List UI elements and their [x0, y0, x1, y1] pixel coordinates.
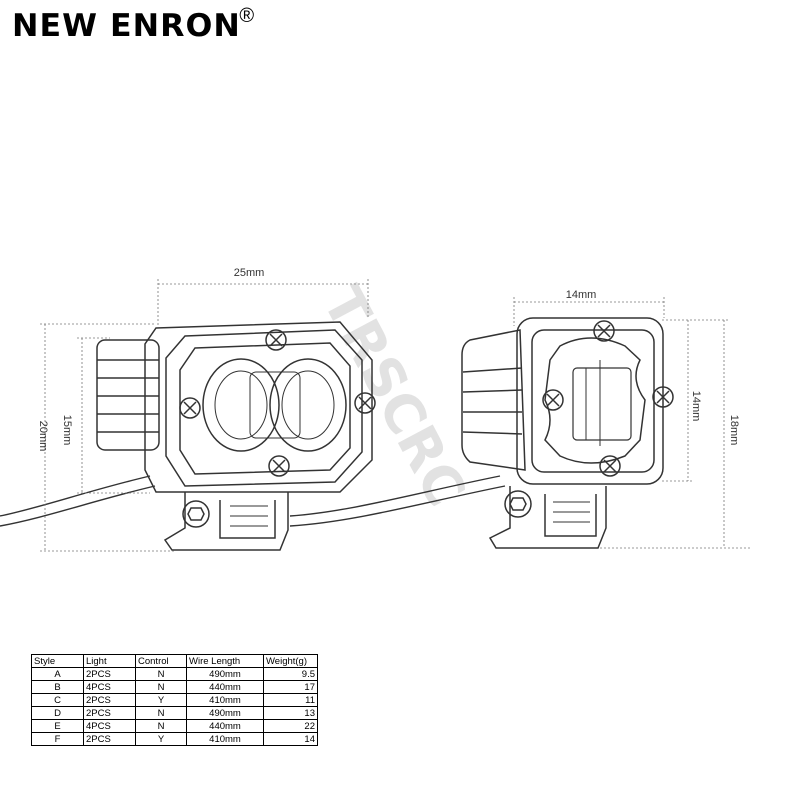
header-light: Light	[83, 654, 136, 668]
spec-table-header-row: Style Light Control Wire Length Weight(g…	[31, 654, 318, 668]
table-row: A 2PCS N 490mm 9.5	[31, 667, 318, 681]
cell-weight: 17	[263, 680, 318, 694]
cell-light: 4PCS	[83, 680, 136, 694]
brand-name: NEW ENRON	[12, 8, 241, 44]
cell-control: Y	[135, 693, 187, 707]
cell-control: N	[135, 706, 187, 720]
cell-wire-length: 410mm	[186, 732, 264, 746]
cell-wire-length: 410mm	[186, 693, 264, 707]
right-dimensions	[513, 297, 750, 549]
right-body-height-label: 14mm	[690, 391, 702, 422]
cell-style: B	[31, 680, 84, 694]
header-style: Style	[31, 654, 84, 668]
spec-table: Style Light Control Wire Length Weight(g…	[31, 654, 318, 746]
right-width-label: 14mm	[566, 289, 597, 301]
header-weight: Weight(g)	[263, 654, 318, 668]
cell-wire-length: 440mm	[186, 680, 264, 694]
cell-light: 2PCS	[83, 706, 136, 720]
cell-light: 2PCS	[83, 667, 136, 681]
left-width-label: 25mm	[234, 267, 265, 279]
cell-style: A	[31, 667, 84, 681]
brand-logo: NEW ENRON ®	[12, 5, 255, 46]
table-row: F 2PCS Y 410mm 14	[31, 732, 318, 746]
cell-weight: 13	[263, 706, 318, 720]
right-light	[461, 317, 674, 549]
cell-light: 4PCS	[83, 719, 136, 733]
cell-style: F	[31, 732, 84, 746]
cell-weight: 9.5	[263, 667, 318, 681]
cell-wire-length: 440mm	[186, 719, 264, 733]
table-row: E 4PCS N 440mm 22	[31, 719, 318, 733]
cell-control: Y	[135, 732, 187, 746]
left-body-height-label: 15mm	[61, 415, 73, 446]
cell-style: E	[31, 719, 84, 733]
cell-control: N	[135, 667, 187, 681]
cell-control: N	[135, 680, 187, 694]
cell-light: 2PCS	[83, 693, 136, 707]
table-row: C 2PCS Y 410mm 11	[31, 693, 318, 707]
cell-control: N	[135, 719, 187, 733]
registered-mark: ®	[239, 5, 255, 27]
cell-weight: 22	[263, 719, 318, 733]
cell-style: C	[31, 693, 84, 707]
header-wire-length: Wire Length	[186, 654, 264, 668]
table-row: D 2PCS N 490mm 13	[31, 706, 318, 720]
right-overall-height-label: 18mm	[728, 415, 740, 446]
cell-wire-length: 490mm	[186, 667, 264, 681]
header-control: Control	[135, 654, 187, 668]
table-row: B 4PCS N 440mm 17	[31, 680, 318, 694]
cell-weight: 11	[263, 693, 318, 707]
left-overall-height-label: 20mm	[37, 421, 49, 452]
cell-style: D	[31, 706, 84, 720]
cell-weight: 14	[263, 732, 318, 746]
cell-light: 2PCS	[83, 732, 136, 746]
left-dimensions	[40, 279, 369, 552]
cell-wire-length: 490mm	[186, 706, 264, 720]
left-light	[0, 321, 506, 551]
